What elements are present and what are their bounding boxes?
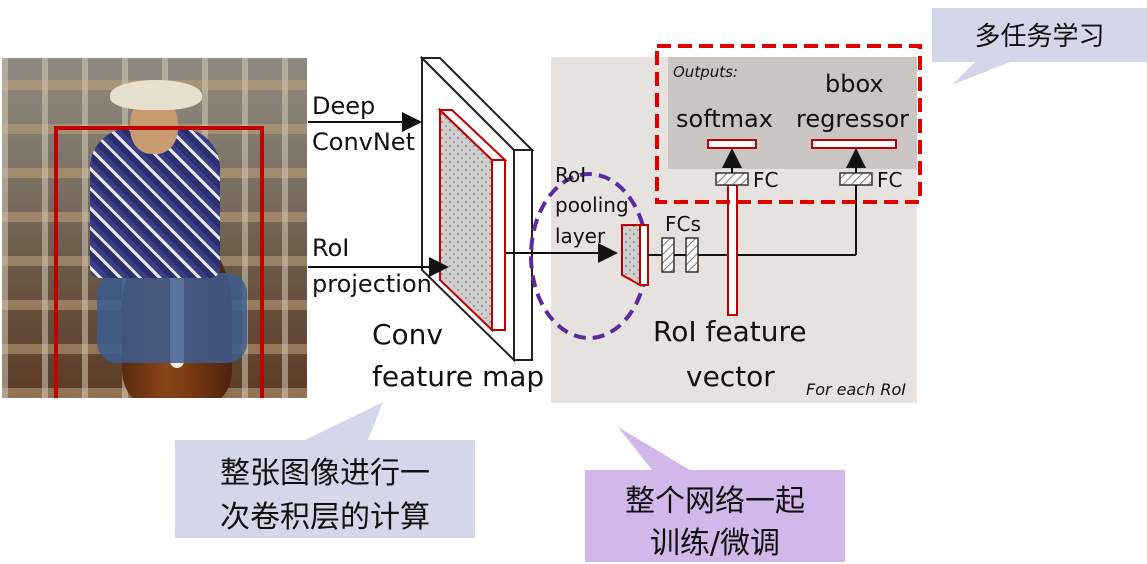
callout-finetune-bubble bbox=[585, 427, 845, 562]
callout-conv-line2: 次卷积层的计算 bbox=[220, 500, 430, 535]
pooling-label-line2: pooling bbox=[555, 193, 629, 217]
callout-conv-line1: 整张图像进行一 bbox=[220, 456, 430, 491]
roi-bounding-box bbox=[54, 126, 264, 398]
label-convnet: ConvNet bbox=[312, 128, 415, 156]
bbox-label-line2: regressor bbox=[796, 105, 910, 133]
conv-feature-map bbox=[419, 55, 535, 363]
label-projection: projection bbox=[312, 270, 432, 298]
softmax-label: softmax bbox=[676, 105, 773, 133]
input-image bbox=[2, 58, 307, 398]
for-each-roi-label: For each RoI bbox=[806, 380, 906, 399]
bbox-label-line1: bbox bbox=[825, 70, 884, 98]
callout-multitask-text: 多任务学习 bbox=[974, 22, 1105, 52]
multitask-box bbox=[655, 44, 922, 204]
softmax-output-bar bbox=[707, 139, 757, 149]
roi-vector-line1: RoI feature bbox=[653, 315, 807, 348]
fc-label-right: FC bbox=[877, 168, 903, 192]
bbox-output-bar bbox=[811, 139, 897, 149]
roi-vector-line2: vector bbox=[686, 360, 775, 393]
conv-label-line2: feature map bbox=[372, 360, 545, 393]
callout-finetune-line1: 整个网络一起 bbox=[625, 484, 805, 519]
callout-finetune-line2: 训练/微调 bbox=[649, 526, 781, 561]
pooling-label-line1: RoI bbox=[555, 163, 587, 187]
fc-label-left: FC bbox=[753, 168, 779, 192]
fc-box-softmax bbox=[715, 172, 749, 186]
rider-legs bbox=[97, 273, 247, 363]
conv-label-line1: Conv bbox=[372, 318, 443, 351]
callout-conv-bubble bbox=[175, 402, 475, 538]
callout-multitask-bubble bbox=[932, 8, 1147, 85]
outputs-panel bbox=[668, 57, 917, 169]
label-deep: Deep bbox=[312, 92, 376, 120]
fc-block-2 bbox=[685, 237, 699, 273]
pooling-label-line3: layer bbox=[555, 224, 606, 248]
cowboy-hat bbox=[110, 80, 202, 110]
outputs-header: Outputs: bbox=[673, 63, 738, 81]
label-roi: RoI bbox=[312, 234, 350, 262]
fc-block-1 bbox=[661, 237, 675, 273]
fc-box-bbox bbox=[839, 172, 873, 186]
fcs-label: FCs bbox=[665, 212, 701, 236]
roi-feature-vector bbox=[727, 184, 738, 316]
pooled-feature bbox=[621, 224, 649, 287]
